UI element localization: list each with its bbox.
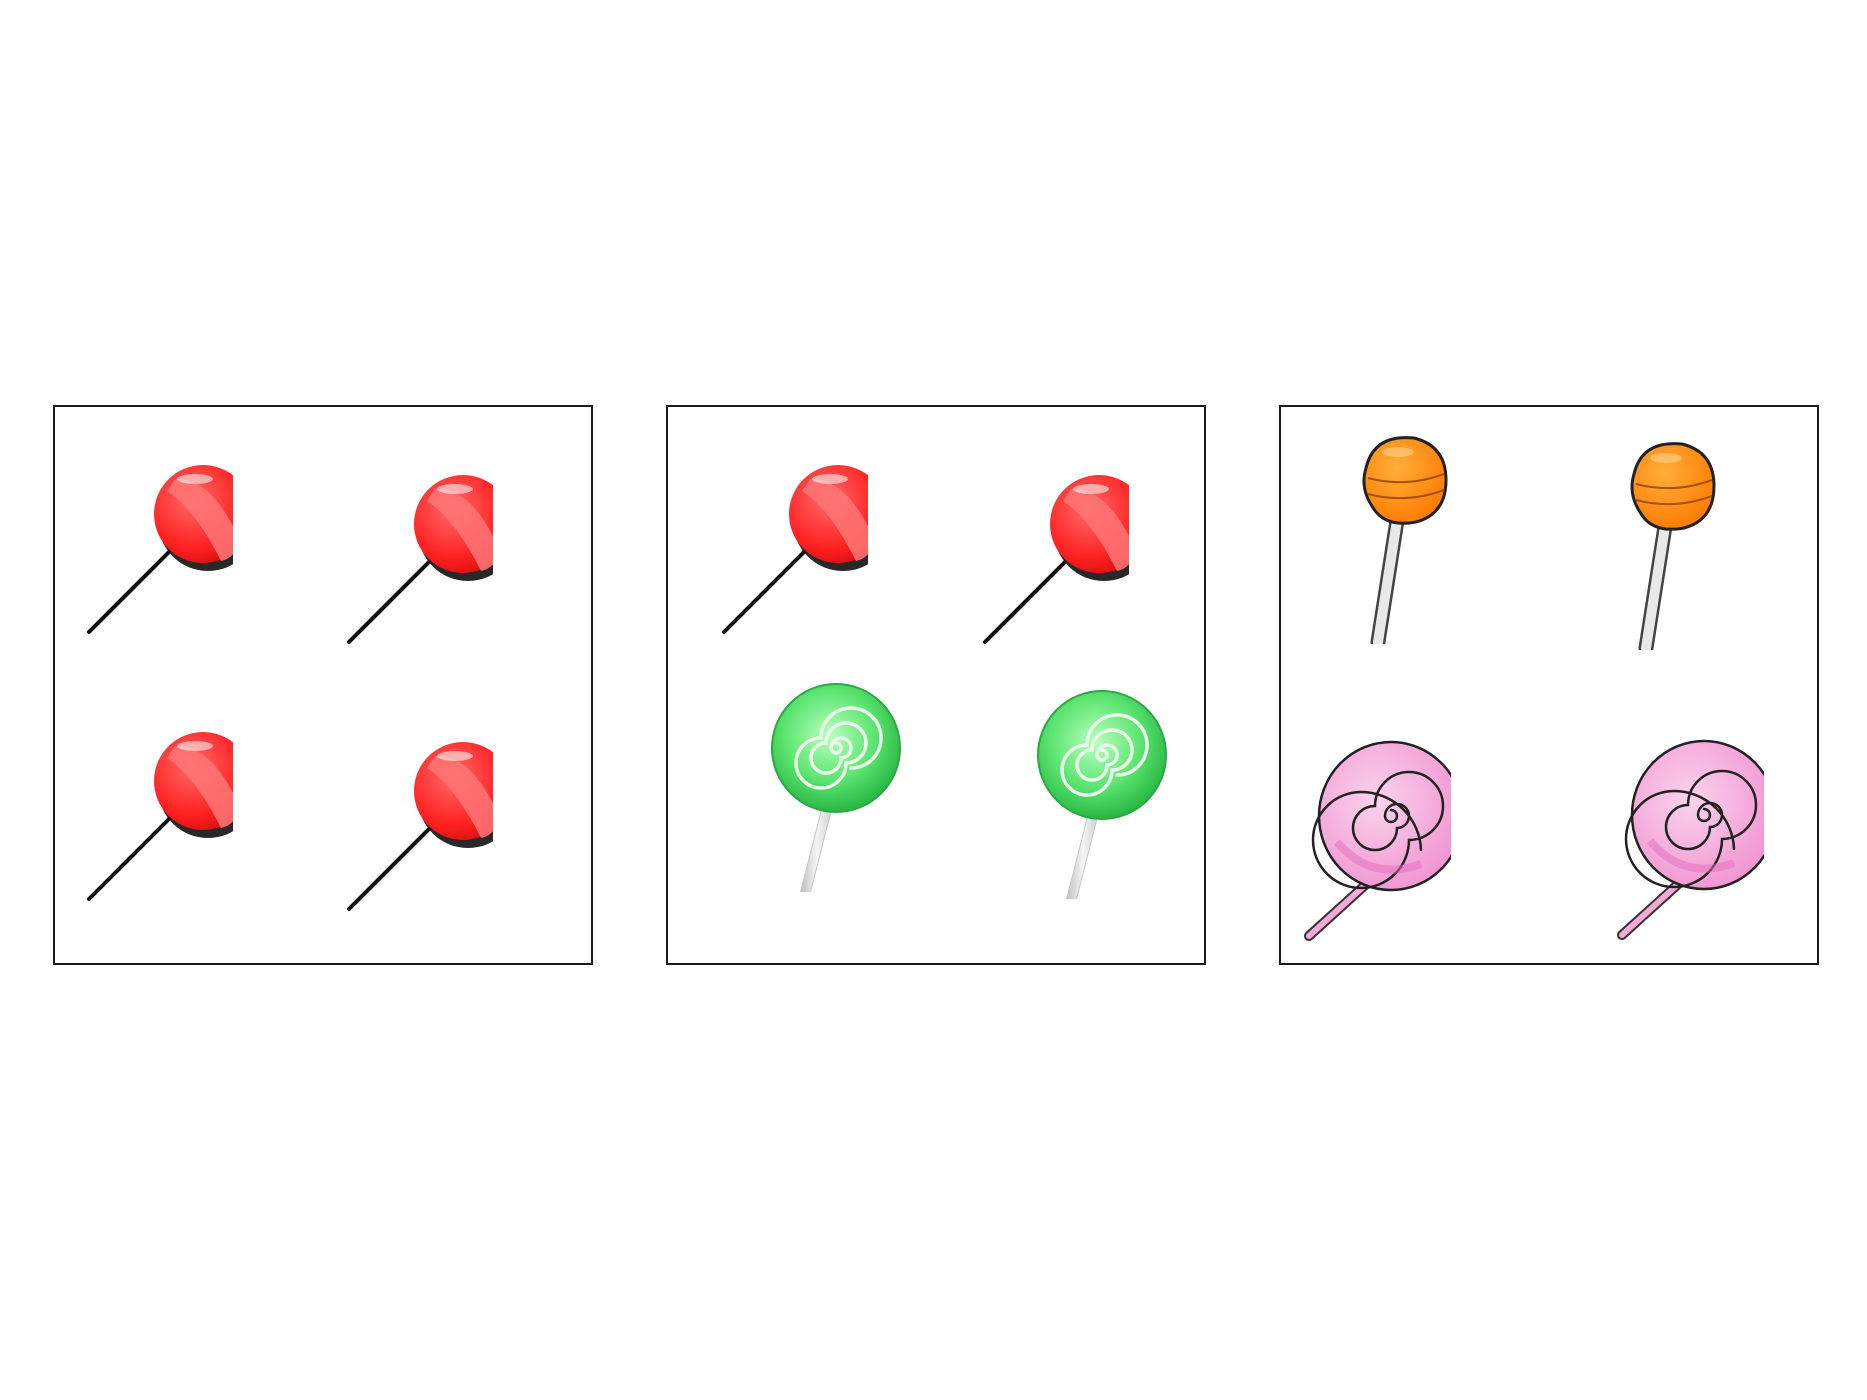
red-lollipop-icon bbox=[343, 724, 493, 934]
pink-swirl-lollipop-icon bbox=[1301, 732, 1451, 942]
green-swirl-lollipop-icon bbox=[768, 682, 918, 892]
red-lollipop-icon bbox=[83, 714, 233, 924]
green-swirl-lollipop-icon bbox=[1034, 689, 1184, 899]
panel-red-green-lollipops bbox=[666, 405, 1206, 965]
orange-lollipop-icon bbox=[1326, 434, 1476, 644]
panel-red-lollipops bbox=[53, 405, 593, 965]
orange-lollipop-icon bbox=[1594, 440, 1744, 650]
panel-orange-pink-lollipops bbox=[1279, 405, 1819, 965]
red-lollipop-icon bbox=[83, 447, 233, 657]
red-lollipop-icon bbox=[343, 457, 493, 667]
pink-swirl-lollipop-icon bbox=[1614, 731, 1764, 941]
red-lollipop-icon bbox=[979, 457, 1129, 667]
red-lollipop-icon bbox=[718, 447, 868, 657]
